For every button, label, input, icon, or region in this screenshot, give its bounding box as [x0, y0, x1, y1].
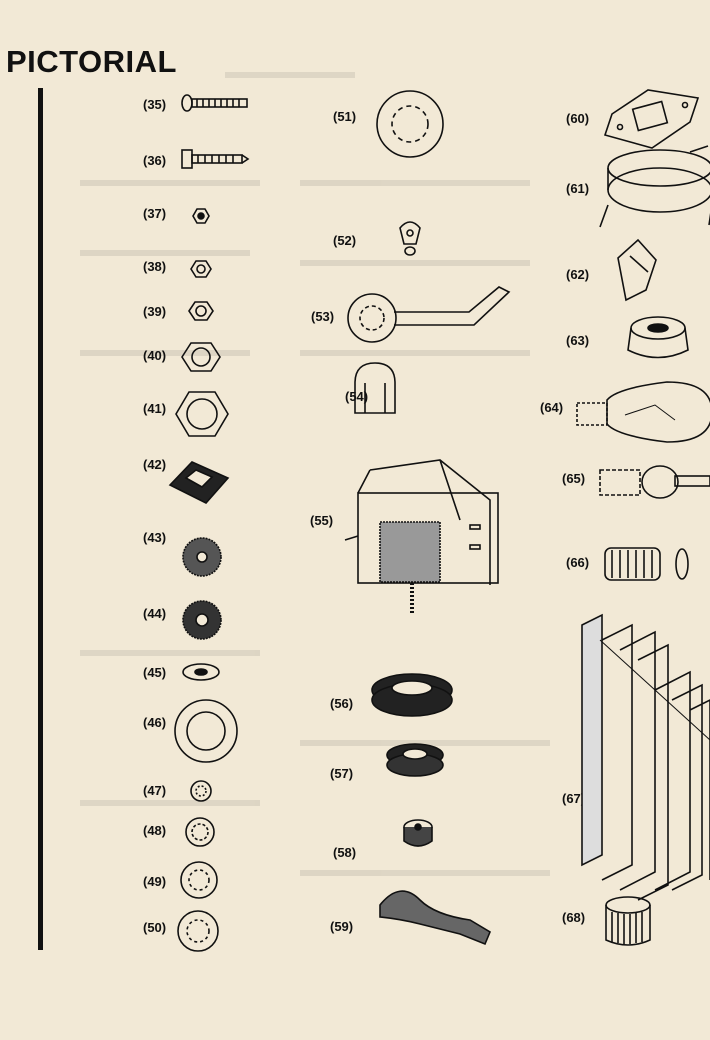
mounting-clamp-icon	[599, 145, 710, 228]
sheet-metal-screw-icon	[181, 149, 250, 169]
part-label: (61)	[566, 181, 590, 196]
part-label: (67)	[562, 791, 586, 806]
lock-washer-icon	[177, 910, 219, 952]
insulator-bushing-icon	[627, 316, 689, 359]
part-label: (46)	[143, 715, 167, 730]
speed-clip-icon	[168, 461, 230, 504]
part-label: (65)	[562, 471, 586, 486]
lock-washer-icon	[180, 861, 218, 899]
part-label: (53)	[311, 309, 335, 324]
machine-screw-icon	[181, 94, 248, 112]
part-label: (57)	[330, 766, 354, 781]
ribbed-knob-icon	[604, 547, 689, 581]
part-label: (35)	[143, 97, 167, 112]
part-label: (37)	[143, 206, 167, 221]
gasket-icon	[603, 89, 700, 149]
relay-icon	[344, 459, 499, 613]
part-label: (60)	[566, 111, 590, 126]
lock-washer-icon	[190, 780, 212, 802]
felt-washer-icon	[182, 600, 222, 640]
grommet-icon	[371, 673, 453, 717]
spur-gear-icon	[605, 896, 651, 946]
part-label: (47)	[143, 783, 167, 798]
small-clip-icon	[399, 221, 421, 256]
hex-nut-icon	[190, 260, 212, 278]
large-hex-nut-icon	[175, 391, 229, 437]
part-label: (40)	[143, 348, 167, 363]
spring-clip-icon	[617, 238, 657, 302]
part-label: (36)	[143, 153, 167, 168]
internal-lock-washer-icon	[376, 90, 444, 158]
cable-clamp-icon	[379, 890, 492, 946]
lock-washer-icon	[185, 817, 215, 847]
hex-nut-icon	[188, 301, 214, 321]
part-label: (55)	[310, 513, 334, 528]
acorn-nut-icon	[354, 362, 396, 414]
part-label: (63)	[566, 333, 590, 348]
spline-wrench-icon	[347, 286, 511, 343]
part-label: (54)	[345, 389, 369, 404]
part-label: (45)	[143, 665, 167, 680]
vertical-rule	[38, 88, 43, 950]
part-label: (44)	[143, 606, 167, 621]
light-bulb-icon	[576, 381, 710, 443]
part-label: (68)	[562, 910, 586, 925]
part-label: (49)	[143, 874, 167, 889]
part-label: (38)	[143, 259, 167, 274]
part-label: (48)	[143, 823, 167, 838]
part-label: (43)	[143, 530, 167, 545]
part-label: (56)	[330, 696, 354, 711]
part-label: (64)	[540, 400, 564, 415]
hex-nut-icon	[181, 342, 221, 372]
part-label: (58)	[333, 845, 357, 860]
felt-washer-icon	[182, 537, 222, 577]
large-flat-washer-icon	[174, 699, 238, 763]
knob-icon	[403, 819, 433, 847]
part-label: (62)	[566, 267, 590, 282]
part-label: (59)	[330, 919, 354, 934]
part-label: (50)	[143, 920, 167, 935]
page-heading: PICTORIAL	[6, 44, 177, 79]
part-label: (52)	[333, 233, 357, 248]
threaded-bushing-icon	[599, 465, 710, 499]
part-label: (66)	[566, 555, 590, 570]
part-label: (51)	[333, 109, 357, 124]
part-label: (42)	[143, 457, 167, 472]
grommet-icon	[386, 743, 444, 777]
part-label: (39)	[143, 304, 167, 319]
flat-washer-icon	[182, 663, 220, 681]
hex-nut-icon	[192, 208, 210, 224]
part-label: (41)	[143, 401, 167, 416]
heat-sink-icon	[581, 613, 710, 901]
